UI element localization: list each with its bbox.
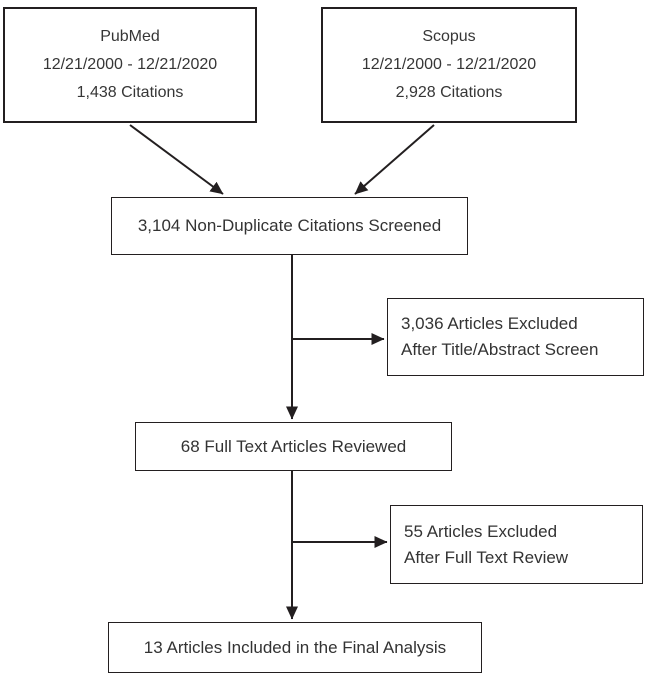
excluded-title-abstract-line2: After Title/Abstract Screen <box>401 340 599 359</box>
final-analysis-label: 13 Articles Included in the Final Analys… <box>143 637 447 657</box>
full-text-reviewed-label: 68 Full Text Articles Reviewed <box>180 436 407 456</box>
pubmed-source-box: PubMed 12/21/2000 - 12/21/2020 1,438 Cit… <box>3 7 257 123</box>
scopus-source-name: Scopus <box>422 28 476 45</box>
scopus-date-range: 12/21/2000 - 12/21/2020 <box>361 56 537 73</box>
full-text-reviewed-box: 68 Full Text Articles Reviewed <box>135 422 452 471</box>
pubmed-source-name: PubMed <box>100 28 160 45</box>
excluded-full-text-line1: 55 Articles Excluded <box>404 521 558 541</box>
scopus-citation-count: 2,928 Citations <box>395 84 503 101</box>
final-analysis-box: 13 Articles Included in the Final Analys… <box>108 622 482 673</box>
excluded-full-text-box: 55 Articles Excluded After Full Text Rev… <box>390 505 643 584</box>
pubmed-date-range: 12/21/2000 - 12/21/2020 <box>42 56 218 73</box>
excluded-full-text-line2: After Full Text Review <box>404 547 569 567</box>
pubmed-citation-count: 1,438 Citations <box>76 84 184 101</box>
excluded-title-abstract-line1: 3,036 Articles Excluded <box>401 314 578 333</box>
arrow-pubmed-to-screened <box>129 124 224 195</box>
screened-citations-box: 3,104 Non-Duplicate Citations Screened <box>111 197 468 255</box>
excluded-title-abstract-box: 3,036 Articles Excluded After Title/Abst… <box>387 298 644 376</box>
scopus-source-box: Scopus 12/21/2000 - 12/21/2020 2,928 Cit… <box>321 7 577 123</box>
arrow-scopus-to-screened <box>354 124 435 195</box>
screened-citations-label: 3,104 Non-Duplicate Citations Screened <box>137 216 442 235</box>
